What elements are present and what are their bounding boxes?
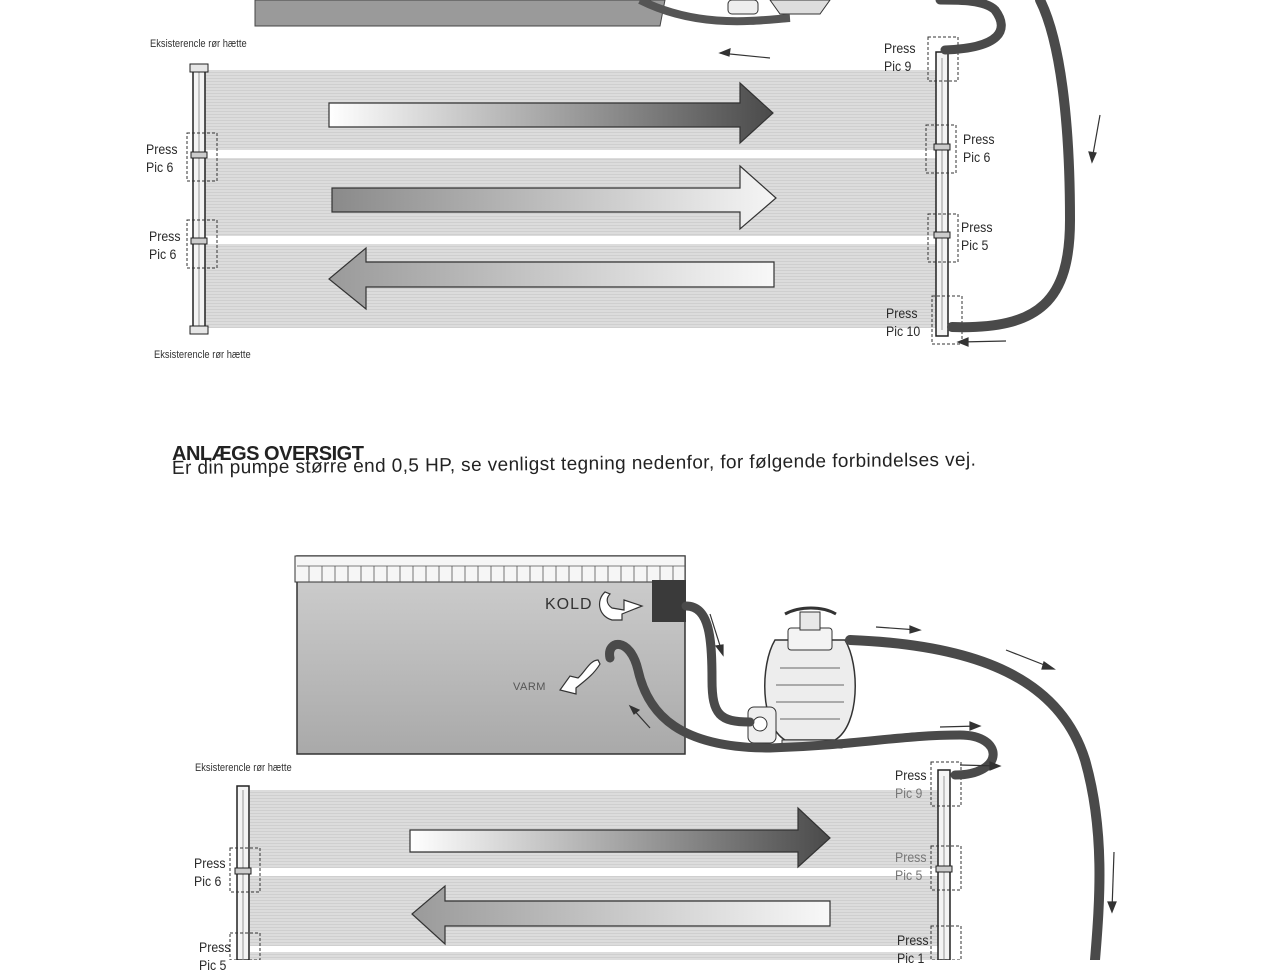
flow-arrow-right-3 xyxy=(409,806,831,869)
hose-pump-to-panel xyxy=(845,635,1105,960)
warm-flow-arrow xyxy=(558,659,601,695)
top-hose-inlet xyxy=(935,0,1006,55)
top-caption-upper: Eksisterencle rør hætte xyxy=(150,38,247,50)
sand-filter-pump xyxy=(747,606,856,749)
top-hose-return xyxy=(947,0,1076,333)
bottom-flow-indicators xyxy=(628,613,1117,914)
top-flow-indicators xyxy=(718,48,1101,347)
pool-tiles xyxy=(297,565,685,582)
bottom-left-header-pipe xyxy=(229,785,261,960)
flow-arrow-right-2 xyxy=(331,164,777,231)
warm-label: VARM xyxy=(513,681,546,693)
hose-return-to-pool xyxy=(605,639,998,780)
top-pool-edge xyxy=(254,0,666,27)
bottom-caption-upper: Eksisterencle rør hætte xyxy=(195,762,292,774)
cold-flow-arrow xyxy=(598,591,644,621)
flow-arrow-right-1 xyxy=(328,81,774,145)
bottom-solar-panel xyxy=(250,790,940,960)
hose-skimmer-to-pump xyxy=(681,601,755,727)
flow-arrow-left-1 xyxy=(328,246,775,311)
bottom-right-header-pipe xyxy=(930,761,962,960)
pool xyxy=(294,555,686,755)
top-pump xyxy=(638,0,831,26)
top-caption-lower: Eksisterencle rør hætte xyxy=(154,349,251,361)
cold-label: KOLD xyxy=(545,596,593,613)
section-heading: ANLÆGS OVERSIGT xyxy=(172,443,364,465)
flow-arrow-left-2 xyxy=(411,884,831,946)
skimmer xyxy=(652,580,686,622)
top-left-header-pipe xyxy=(186,63,218,335)
